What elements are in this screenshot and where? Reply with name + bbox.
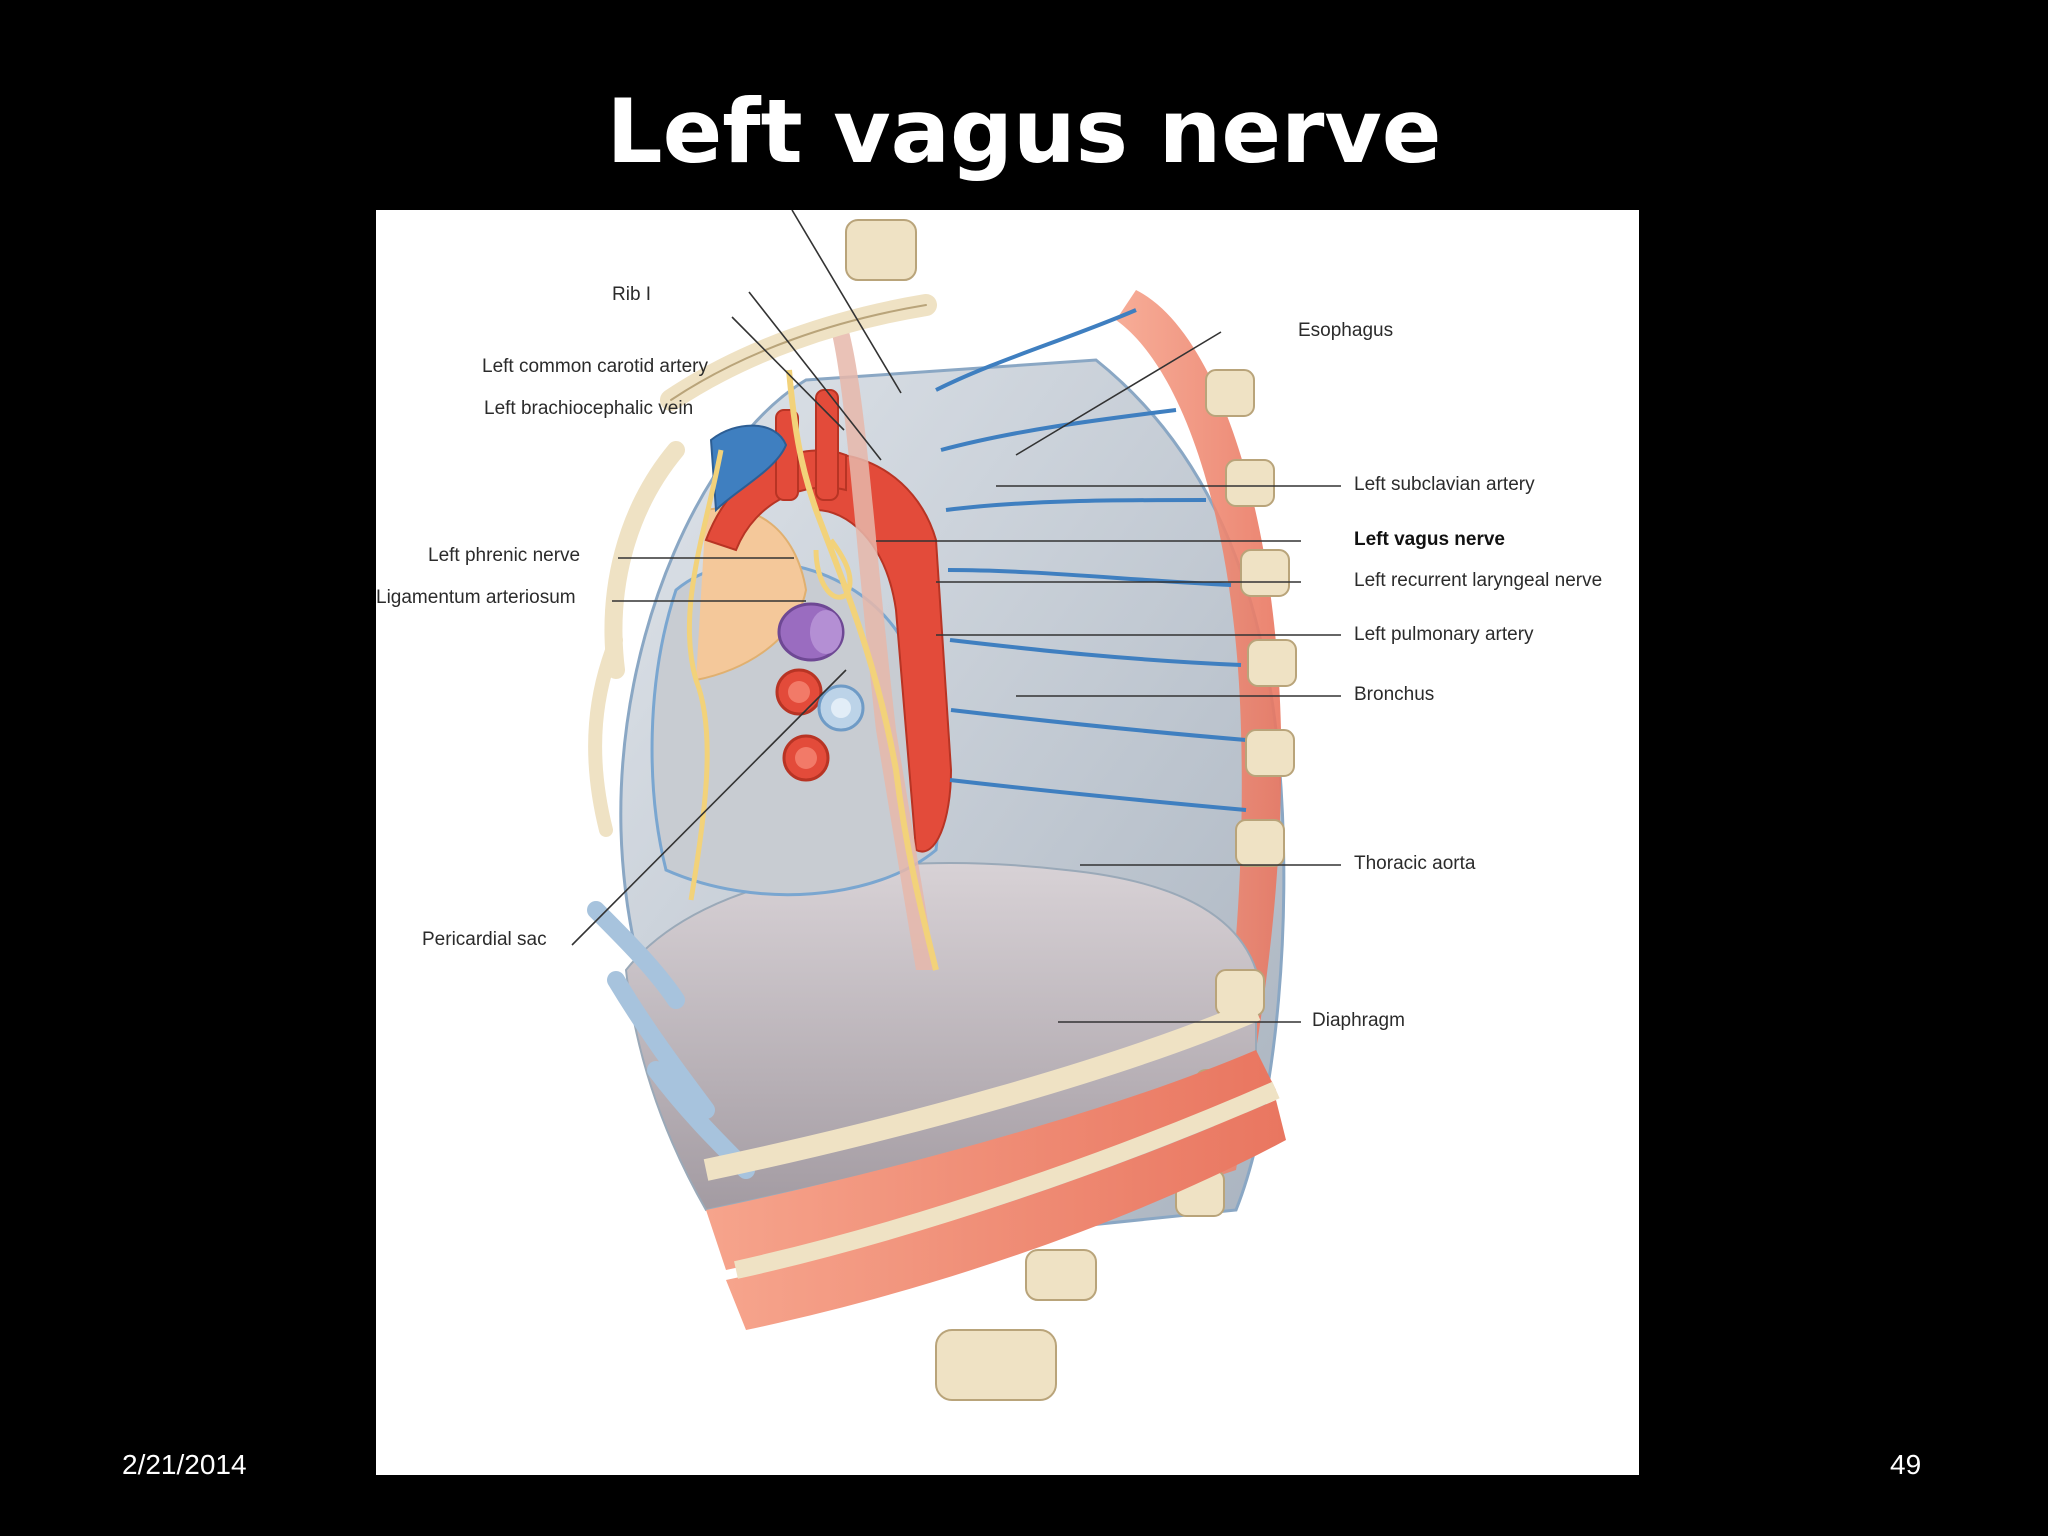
esophagus-shape — [831, 320, 936, 970]
anatomy-illustration: Rib I Left common carotid artery Left br… — [376, 210, 1639, 1475]
left-phrenic-nerve-path — [686, 449, 724, 901]
thorax-left-lateral-drawing — [571, 210, 1341, 1401]
label-left-pulmonary-artery: Left pulmonary artery — [1354, 624, 1534, 645]
left-brachiocephalic-vein-shape — [709, 424, 788, 513]
label-left-brachiocephalic-vein: Left brachiocephalic vein — [484, 398, 694, 419]
label-esophagus: Esophagus — [1298, 320, 1394, 341]
intercostal-vessels — [935, 308, 1247, 812]
label-thoracic-aorta: Thoracic aorta — [1354, 853, 1476, 874]
left-vagus-nerve-path — [786, 369, 939, 971]
label-left-recurrent-laryngeal-nerve: Left recurrent laryngeal nerve — [1354, 570, 1603, 591]
label-ligamentum-arteriosum: Ligamentum arteriosum — [376, 587, 576, 608]
label-left-common-carotid-artery: Left common carotid artery — [482, 356, 708, 377]
label-left-subclavian-artery: Left subclavian artery — [1354, 474, 1535, 495]
slide-title: Left vagus nerve — [606, 80, 1442, 183]
left-recurrent-laryngeal-path — [813, 538, 853, 600]
label-pericardial-sac: Pericardial sac — [422, 929, 547, 950]
ribs — [587, 294, 937, 1179]
lower-chest-wall-muscle-2 — [726, 1100, 1286, 1330]
slide-date: 2/21/2014 — [122, 1449, 247, 1480]
label-rib-1: Rib I — [612, 284, 652, 305]
left-subclavian-shape — [815, 389, 839, 501]
label-bronchus: Bronchus — [1354, 684, 1435, 705]
label-leader-lines — [571, 210, 1341, 1023]
lower-chest-wall-muscle — [706, 1050, 1276, 1270]
label-diaphragm: Diaphragm — [1312, 1010, 1405, 1031]
slide-page-number: 49 — [1890, 1449, 1922, 1480]
label-left-vagus-nerve: Left vagus nerve — [1354, 529, 1505, 550]
label-left-phrenic-nerve: Left phrenic nerve — [428, 545, 581, 566]
